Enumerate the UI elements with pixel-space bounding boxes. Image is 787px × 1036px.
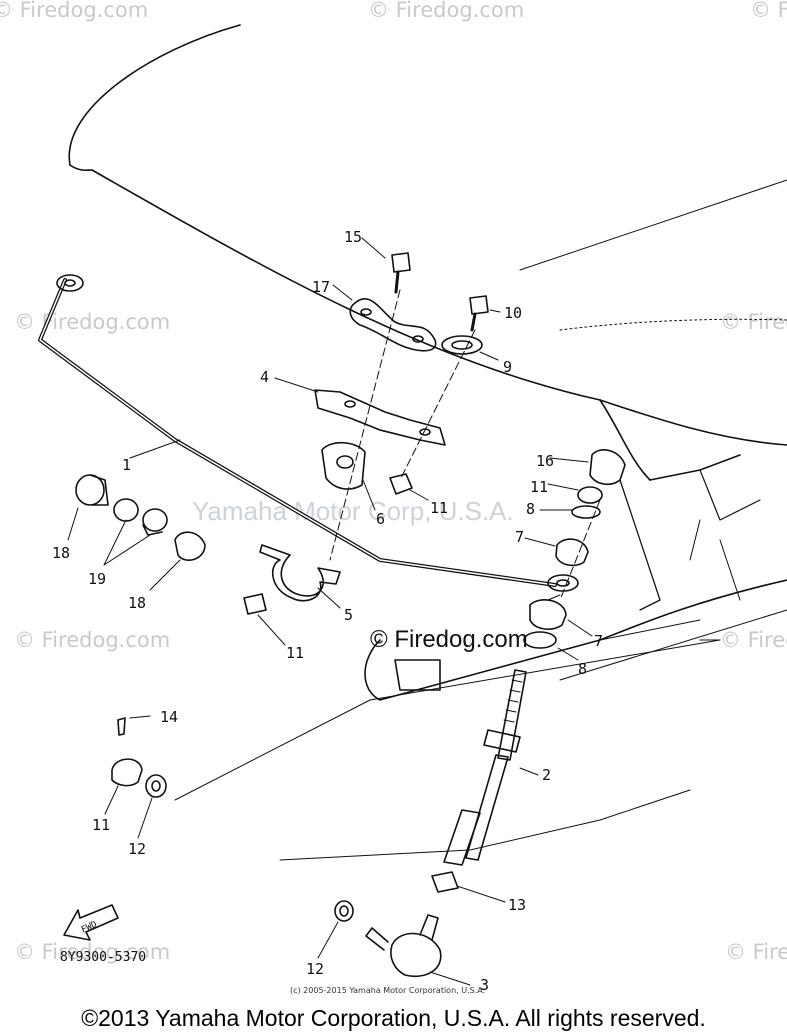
callout-11d: 11 bbox=[530, 478, 548, 496]
callout-18b: 18 bbox=[128, 594, 146, 612]
callout-11c: 11 bbox=[92, 816, 110, 834]
callout-17: 17 bbox=[312, 278, 330, 296]
callout-5: 5 bbox=[344, 606, 353, 624]
callout-1: 1 bbox=[122, 456, 131, 474]
bracket-part bbox=[314, 389, 446, 446]
callout-12a: 12 bbox=[128, 840, 146, 858]
watermark-top-left: © Firedog.com bbox=[0, 0, 149, 22]
callout-11b: 11 bbox=[286, 644, 304, 662]
callout-7a: 7 bbox=[515, 528, 524, 546]
fwd-arrow-shape bbox=[63, 904, 119, 941]
callout-13: 13 bbox=[508, 896, 526, 914]
footer-copyright: ©2013 Yamaha Motor Corporation, U.S.A. A… bbox=[81, 1005, 706, 1031]
callout-2: 2 bbox=[542, 766, 551, 784]
fwd-label: FWD bbox=[80, 920, 99, 936]
callout-12b: 12 bbox=[306, 960, 324, 978]
callout-14: 14 bbox=[160, 708, 178, 726]
watermark-right-lower: © Firedog.com bbox=[720, 628, 787, 652]
watermark-top-right: © Firedog.com bbox=[750, 0, 787, 22]
watermark-top-center: © Firedog.com bbox=[368, 0, 525, 22]
callout-18a: 18 bbox=[52, 544, 70, 562]
part-code: 8Y9300-5370 bbox=[60, 950, 147, 965]
ski-outline bbox=[364, 579, 787, 701]
stabilizer-bar bbox=[38, 278, 557, 587]
callout-8a: 8 bbox=[526, 500, 535, 518]
callout-3: 3 bbox=[480, 976, 489, 994]
small-copyright: (c) 2005-2015 Yamaha Motor Corporation, … bbox=[290, 986, 486, 995]
callout-4: 4 bbox=[260, 368, 269, 386]
watermark-bottom-right: © Firedog.com bbox=[725, 940, 787, 964]
callout-6: 6 bbox=[376, 510, 385, 528]
watermark-yamaha: Yamaha Motor Corp, U.S.A. bbox=[192, 496, 514, 526]
callout-10: 10 bbox=[504, 304, 522, 322]
hood-outline bbox=[68, 24, 241, 166]
watermark-right-upper: © Firedog.com bbox=[720, 310, 787, 334]
watermark-bottom-left: © Firedog.com bbox=[14, 940, 171, 964]
watermark-left-upper: © Firedog.com bbox=[14, 310, 171, 334]
hood-lower-edge bbox=[91, 169, 601, 401]
watermark-firedog-center: © Firedog.com bbox=[370, 626, 528, 653]
watermark-left-lower: © Firedog.com bbox=[14, 628, 171, 652]
clamp-part bbox=[259, 544, 341, 602]
callout-15: 15 bbox=[344, 228, 362, 246]
callout-11a: 11 bbox=[430, 499, 448, 517]
callout-16: 16 bbox=[536, 452, 554, 470]
callout-19: 19 bbox=[88, 570, 106, 588]
callout-9: 9 bbox=[503, 358, 512, 376]
callout-7b: 7 bbox=[594, 632, 603, 650]
callout-8b: 8 bbox=[578, 660, 587, 678]
